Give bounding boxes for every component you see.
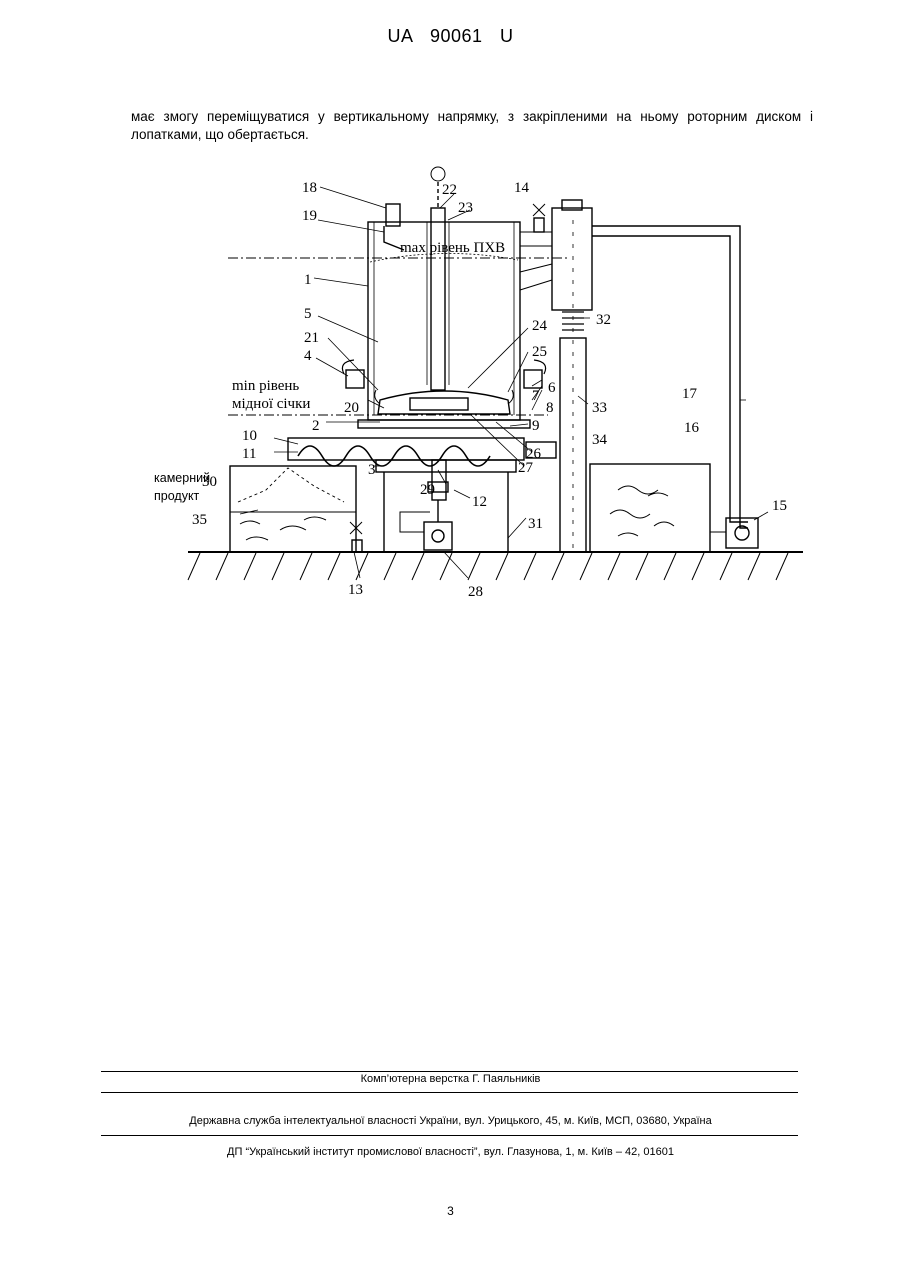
layout-credit: Комп’ютерна верстка Г. Паяльників	[0, 1073, 901, 1085]
callout-9: 9	[532, 418, 540, 434]
callout-7: 7	[532, 388, 540, 404]
body-paragraph: має змогу переміщуватися у вертикальному…	[131, 108, 813, 144]
page-number: 3	[0, 1204, 901, 1218]
callout-3: 3	[368, 462, 376, 478]
callout-28: 28	[468, 584, 483, 600]
callout-15: 15	[772, 498, 787, 514]
callout-12: 12	[472, 494, 487, 510]
apparatus-drawing: max рівень ПХВ min рівень мідної січки к…	[148, 160, 808, 600]
callout-35: 35	[192, 512, 207, 528]
callout-22: 22	[442, 182, 457, 198]
callout-17: 17	[682, 386, 698, 402]
document-number: UA 90061 U	[0, 26, 901, 47]
callout-23: 23	[458, 200, 473, 216]
callout-2: 2	[312, 418, 320, 434]
max-level-label: max рівень ПХВ	[400, 240, 505, 256]
callout-32: 32	[596, 312, 611, 328]
callout-13: 13	[348, 582, 363, 598]
callout-1: 1	[304, 272, 312, 288]
callout-19: 19	[302, 208, 317, 224]
callout-27: 27	[518, 460, 534, 476]
footer-rule-top	[101, 1071, 798, 1072]
callout-30: 30	[202, 474, 217, 490]
callout-21: 21	[304, 330, 319, 346]
apparatus-drawing-svg: max рівень ПХВ min рівень мідної січки к…	[148, 160, 808, 600]
callout-6: 6	[548, 380, 556, 396]
callout-11: 11	[242, 446, 256, 462]
institute-address: ДП “Український інститут промислової вла…	[0, 1146, 901, 1158]
service-address: Державна служба інтелектуальної власност…	[0, 1115, 901, 1127]
callout-5: 5	[304, 306, 312, 322]
callout-24: 24	[532, 318, 548, 334]
callout-14: 14	[514, 180, 530, 196]
callout-16: 16	[684, 420, 700, 436]
callout-33: 33	[592, 400, 607, 416]
footer-rule-middle	[101, 1092, 798, 1093]
footer-rule-bottom	[101, 1135, 798, 1136]
chamber-product-label-2: продукт	[154, 489, 200, 503]
callout-25: 25	[532, 344, 547, 360]
callout-31: 31	[528, 516, 543, 532]
callout-18: 18	[302, 180, 317, 196]
callout-34: 34	[592, 432, 608, 448]
callout-20: 20	[344, 400, 359, 416]
callout-29: 29	[420, 482, 435, 498]
callout-8: 8	[546, 400, 554, 416]
min-level-label-1: min рівень	[232, 378, 299, 394]
min-level-label-2: мідної січки	[232, 396, 310, 412]
callout-4: 4	[304, 348, 312, 364]
callout-10: 10	[242, 428, 257, 444]
